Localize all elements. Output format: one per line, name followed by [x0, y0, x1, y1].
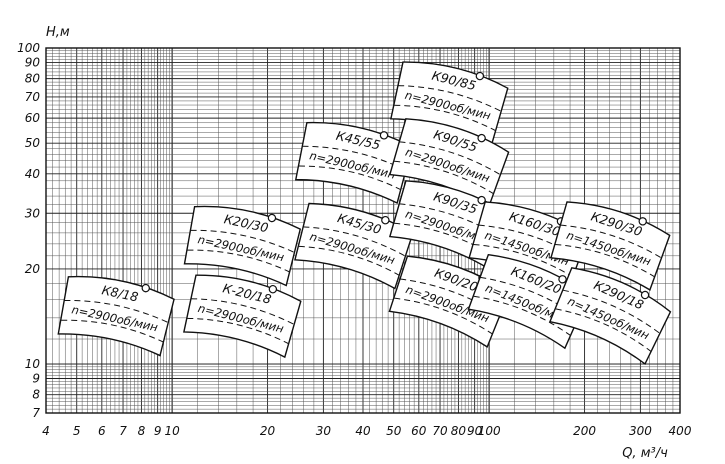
- y-tick-label: 8: [32, 388, 40, 402]
- x-tick-label: 4: [42, 424, 50, 438]
- rated-point-marker: [379, 131, 389, 140]
- pump-field-curve: [303, 226, 406, 257]
- rated-point-marker: [381, 215, 390, 225]
- y-tick-label: 20: [25, 262, 41, 276]
- y-tick-label: 40: [25, 167, 41, 181]
- x-tick-label: 400: [669, 424, 692, 438]
- pump-field: К290/30n=1450об/мин: [550, 201, 671, 291]
- pump-field-outline: [183, 274, 302, 359]
- x-tick-label: 90: [467, 424, 483, 438]
- y-tick-label: 10: [25, 357, 41, 371]
- x-tick-label: 8: [138, 424, 146, 438]
- x-tick-label: 50: [386, 424, 402, 438]
- pump-field-curve: [394, 297, 493, 335]
- pump-field: К290/18n=1450об/мин: [549, 267, 672, 366]
- x-tick-label: 60: [411, 424, 427, 438]
- pump-field: К90/85n=2900об/мин: [390, 61, 509, 145]
- x-axis-title: Q, м³/ч: [622, 446, 668, 461]
- pump-field: К20/30n=2900об/мин: [183, 205, 302, 287]
- pump-field-curve: [473, 243, 573, 278]
- rated-point-marker: [268, 284, 278, 294]
- pump-field-curve: [562, 289, 661, 334]
- y-tick-label: 50: [25, 136, 41, 150]
- pump-field: К8/18n=2900об/мин: [57, 275, 175, 357]
- y-tick-label: 80: [25, 72, 41, 86]
- y-tick-label: 60: [25, 111, 41, 125]
- rated-point-marker: [141, 283, 150, 293]
- pump-field: К-20/18n=2900об/мин: [183, 274, 302, 359]
- x-tick-label: 40: [355, 424, 371, 438]
- pump-field-outline: [294, 121, 413, 205]
- x-tick-label: 70: [432, 424, 448, 438]
- pump-field-outline: [183, 205, 302, 287]
- pump-field-outline: [467, 253, 590, 350]
- pump-field-curve: [394, 160, 494, 194]
- pump-field-curve: [64, 299, 169, 323]
- rated-point-marker: [638, 217, 647, 226]
- y-tick-label: 9: [32, 372, 40, 386]
- pump-field-curve: [298, 165, 401, 190]
- pump-field-curve: [298, 245, 400, 276]
- pump-field-outline: [57, 275, 175, 357]
- pump-field-curve: [191, 298, 295, 325]
- rated-point-marker: [477, 195, 486, 205]
- x-tick-label: 300: [629, 424, 652, 438]
- pump-field-curve: [560, 224, 662, 259]
- rated-point-marker: [475, 71, 485, 81]
- x-tick-label: 30: [316, 424, 332, 438]
- x-tick-label: 10: [165, 424, 181, 438]
- pump-field-curve: [555, 243, 655, 278]
- x-tick-label: 200: [573, 424, 596, 438]
- rated-point-marker: [477, 133, 486, 143]
- y-tick-label: 90: [25, 55, 41, 69]
- pump-field-outline: [294, 202, 414, 290]
- pump-field-curve: [555, 308, 651, 352]
- y-tick-label: 70: [25, 90, 41, 104]
- pump-field-curve: [473, 295, 571, 336]
- pump-field-outline: [549, 267, 672, 366]
- pump-field-curve: [187, 249, 290, 273]
- x-tick-label: 100: [478, 424, 501, 438]
- x-tick-label: 6: [98, 424, 106, 438]
- pump-fields: К8/18n=2900об/минК20/30n=2900об/минК-20/…: [57, 61, 672, 366]
- plot-frame: [45, 47, 681, 414]
- pump-field: К90/55n=2900об/мин: [388, 118, 510, 208]
- y-tick-label: 30: [25, 206, 41, 220]
- x-tick-label: 9: [154, 424, 162, 438]
- pump-field-curve: [190, 229, 295, 253]
- y-tick-label: 7: [32, 406, 40, 420]
- y-tick-label: 100: [17, 41, 40, 55]
- pump-field-curve: [61, 319, 164, 343]
- x-tick-label: 5: [73, 424, 81, 438]
- rated-point-marker: [640, 290, 650, 300]
- x-tick-label: 20: [260, 424, 276, 438]
- x-tick-label: 7: [119, 424, 127, 438]
- pump-field-curve: [394, 104, 496, 131]
- x-tick-label: 80: [451, 424, 467, 438]
- y-axis-title: Н,м: [46, 25, 70, 40]
- pump-field: К45/55n=2900об/мин: [294, 121, 413, 205]
- pump-field: К45/30n=2900об/мин: [294, 202, 414, 290]
- rated-point-marker: [267, 213, 277, 223]
- pump-field-curve: [399, 141, 501, 176]
- pump-field-curve: [398, 85, 502, 112]
- pump-field-curve: [187, 317, 289, 344]
